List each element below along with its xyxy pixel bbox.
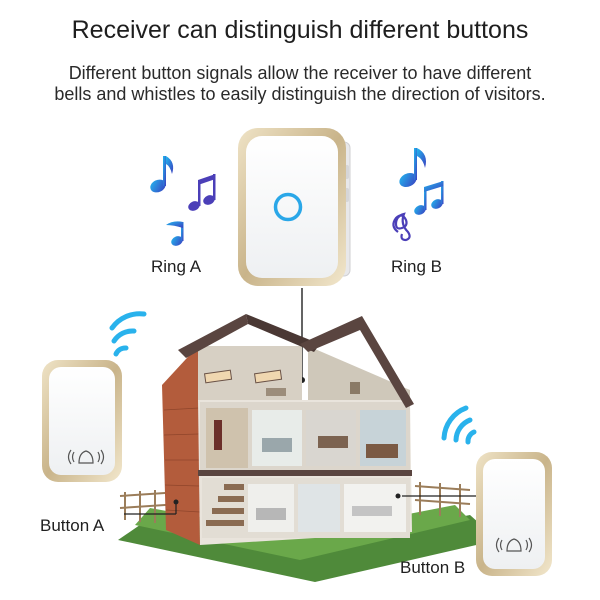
music-note-icon [188, 174, 216, 211]
receiver-device [238, 128, 351, 286]
music-note-icon [399, 148, 426, 188]
house-cutaway-illustration [118, 314, 498, 582]
bell-icon [67, 449, 105, 465]
wifi-signal-icon [441, 405, 477, 445]
subtitle-line-2: bells and whistles to easily distinguish… [54, 84, 546, 104]
button-b-label: Button B [400, 558, 466, 577]
bell-icon [495, 537, 533, 553]
button-a-label: Button A [40, 516, 105, 535]
music-note-icon [150, 156, 174, 193]
ring-light-icon [273, 192, 303, 222]
button-b-device [476, 452, 552, 576]
button-a-device [42, 360, 122, 482]
page-title: Receiver can distinguish different butto… [71, 16, 529, 44]
ring-b-label: Ring B [391, 257, 443, 276]
music-note-icon [392, 212, 411, 242]
music-note-icon [414, 181, 444, 215]
wifi-signal-icon [109, 311, 147, 357]
subtitle-line-1: Different button signals allow the recei… [68, 63, 532, 83]
ring-a-label: Ring A [151, 257, 202, 276]
music-note-icon [166, 221, 184, 246]
